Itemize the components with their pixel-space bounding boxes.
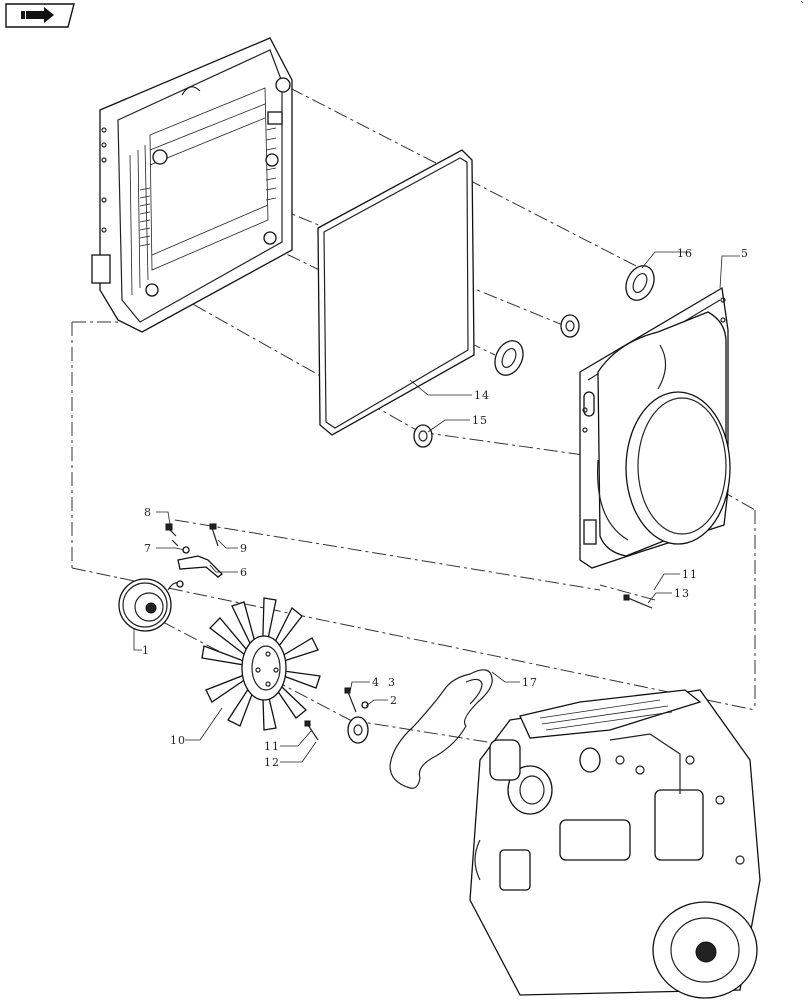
callout-7: 7 xyxy=(144,542,152,555)
cooling-fan-blade xyxy=(201,597,321,731)
next-page-button[interactable] xyxy=(5,3,75,28)
callout-14: 14 xyxy=(474,389,490,402)
fan-shroud xyxy=(579,286,731,569)
callout-1: 1 xyxy=(142,644,150,657)
callout-15: 15 xyxy=(472,414,488,427)
callout-5: 5 xyxy=(741,247,749,260)
grommet-middle xyxy=(494,340,524,376)
fan-spacer-pulley xyxy=(344,687,369,744)
callout-6: 6 xyxy=(240,566,248,579)
callout-3: 3 xyxy=(388,676,396,689)
callout-16: 16 xyxy=(677,247,693,260)
fan-clutch-hub xyxy=(118,578,184,632)
valve-cover-ribs xyxy=(539,699,673,731)
next-page-arrow-icon xyxy=(21,7,54,23)
grommet-small-right xyxy=(560,314,580,338)
corner-mark: ` xyxy=(800,0,807,13)
radiator-fins xyxy=(139,127,277,247)
grommet-upper-right xyxy=(625,265,655,301)
fan-mounting-bolts xyxy=(304,594,653,741)
engine-block xyxy=(469,689,761,999)
callout-11-lower: 11 xyxy=(264,740,280,753)
callout-8: 8 xyxy=(144,506,152,519)
callout-leaders xyxy=(133,251,740,763)
drive-belt xyxy=(389,669,493,789)
callout-4: 4 xyxy=(372,676,380,689)
grommet-lower xyxy=(413,424,433,448)
callout-17: 17 xyxy=(522,676,538,689)
callout-labels: 16 5 14 15 8 7 9 6 1 10 4 3 2 17 11 13 1… xyxy=(142,247,749,769)
callout-9: 9 xyxy=(240,542,248,555)
gasket-seal xyxy=(317,149,475,436)
callout-11-upper: 11 xyxy=(682,568,698,581)
callout-10: 10 xyxy=(170,734,186,747)
callout-13: 13 xyxy=(674,587,690,600)
callout-12: 12 xyxy=(264,756,280,769)
radiator-assembly xyxy=(91,37,293,333)
callout-2: 2 xyxy=(390,694,398,707)
